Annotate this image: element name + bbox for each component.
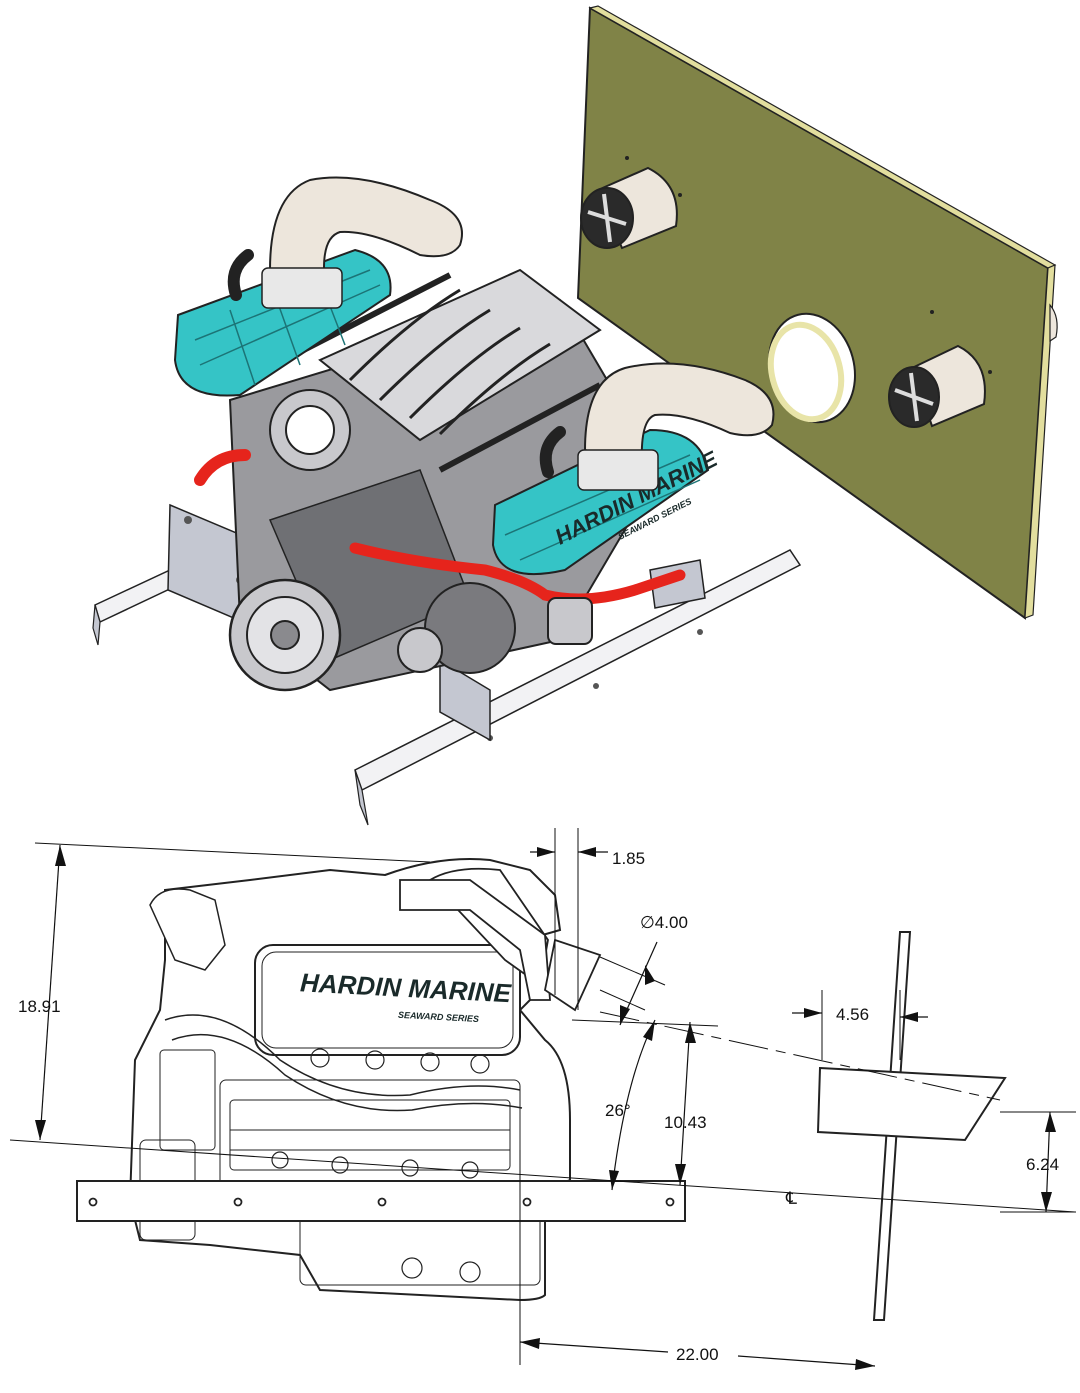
throttle-body [269,389,351,471]
exhaust-elbow-left [227,176,463,309]
exhaust-outlet-side [399,879,602,1012]
dim-tip-length: 4.56 [836,1005,869,1024]
oil-filter [547,597,593,645]
valve-cover-series-side: SEAWARD SERIES [398,1010,479,1024]
exhaust-tip-side [816,1066,1007,1142]
dim-exhaust-angle: 26° [605,1101,631,1120]
intake-manifold [318,268,602,442]
transom-panel [576,5,1058,620]
exhaust-tip-right [888,344,986,428]
exhaust-tip-left [580,166,678,250]
dim-transom-thickness: 1.85 [612,849,645,868]
mounting-rail-front [354,549,802,826]
coolant-hoses [194,449,686,605]
side-view-drawing: HARDIN MARINE SEAWARD SERIES [9,828,1076,1370]
alternator [397,582,516,674]
mounting-rail-side [76,1180,686,1222]
exhaust-elbow-right [539,362,775,491]
dim-exit-height: 10.43 [664,1113,707,1132]
crank-pulley [228,578,342,692]
dimension-geometry [9,828,1076,1370]
dim-exhaust-diameter: ∅4.00 [640,913,688,932]
engine-mount-bracket-right [439,559,706,742]
dim-setback: 22.00 [676,1345,719,1364]
engine-render-3d: HARDIN MARINE SEAWARD SERIES [92,5,1058,826]
centerline-symbol: ℄ [785,1189,797,1208]
dim-tip-offset: 6.24 [1026,1155,1059,1174]
dimension-labels: 18.91 1.85 ∅4.00 4.56 26° 10.43 6.24 22.… [18,849,1059,1364]
dim-overall-height: 18.91 [18,997,61,1016]
